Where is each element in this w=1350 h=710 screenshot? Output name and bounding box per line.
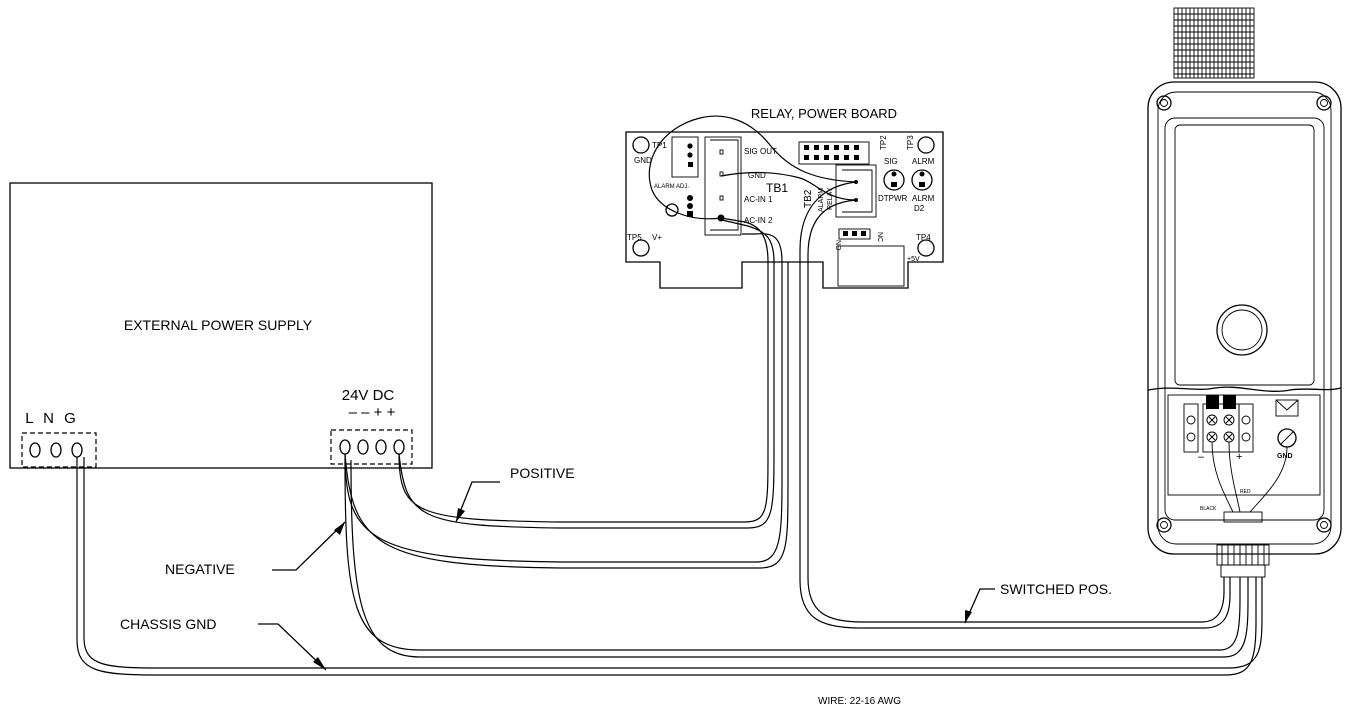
negative-label: NEGATIVE: [165, 561, 235, 577]
tb1-connector: [704, 136, 742, 236]
sensor-housing: – + GND BLACK RED: [1147, 7, 1342, 578]
mount-hole-tp1: [632, 136, 650, 154]
wire-negative: [344, 459, 1241, 651]
terminal-dc-neg-1: [339, 439, 351, 455]
power-supply-title: EXTERNAL POWER SUPPLY: [124, 317, 313, 333]
sensor-button: [1216, 304, 1268, 356]
housing-inner: [1164, 117, 1325, 521]
tb1-label: TB1: [766, 181, 788, 195]
terminal-dc-pos-1: [375, 439, 387, 455]
relay-label: RELAY: [827, 187, 834, 210]
alarm-adj-pot: [671, 136, 699, 178]
wire-switched-pos: [799, 181, 1231, 629]
sensor-plus: +: [1236, 451, 1242, 463]
alrm-label: ALRM: [912, 157, 935, 166]
alrm2-label: ALRM: [912, 194, 935, 203]
switched-pos-label: SWITCHED POS.: [1000, 581, 1112, 597]
d2-label: D2: [914, 204, 925, 213]
sensor-gnd-label: GND: [1277, 453, 1293, 460]
dc-voltage-label: 24V DC: [342, 387, 395, 404]
gnd-left-label: GND: [634, 156, 652, 165]
tp2-label: TP2: [879, 135, 888, 150]
wire-callouts: POSITIVE NEGATIVE CHASSIS GND SWITCHED P…: [120, 465, 1112, 707]
no-nc-jumper: [838, 228, 871, 240]
black-wire-label: BLACK: [1200, 506, 1217, 512]
dc-polarity-label: – – + +: [349, 404, 396, 421]
dtpwr-label: DTPWR: [878, 194, 908, 203]
relay-board-title: RELAY, POWER BOARD: [751, 106, 897, 121]
tb2-connector: [835, 164, 877, 218]
mount-hole-tp3: [917, 136, 935, 154]
external-power-supply: EXTERNAL POWER SUPPLY L N G 24V DC – – +…: [9, 182, 433, 469]
ac-terminal-labels: L N G: [25, 410, 79, 427]
terminal-dc-pos-2: [393, 439, 405, 455]
terminal-g: [71, 442, 83, 458]
tp3-label: TP3: [906, 135, 915, 150]
positive-label: POSITIVE: [510, 465, 575, 481]
wires: [76, 115, 1263, 676]
led-sig: [883, 169, 905, 191]
header-pins: [798, 141, 870, 165]
power-supply-box: [9, 182, 433, 469]
alarm-adj-label: ALARM ADJ.: [654, 184, 689, 190]
terminal-l: [29, 442, 41, 458]
terminal-n: [50, 442, 62, 458]
relay-body: [837, 245, 905, 287]
gnd-label: GND: [748, 171, 766, 180]
led-alrm: [911, 169, 933, 191]
wire-gauge-note: WIRE: 22-16 AWG: [818, 696, 901, 707]
sensor-minus: –: [1198, 451, 1205, 463]
ac-in2-label: AC-IN 2: [744, 216, 773, 225]
mount-hole-tp4: [917, 239, 935, 257]
chassis-gnd-label: CHASSIS GND: [120, 616, 216, 632]
relay-power-board: RELAY, POWER BOARD TP1 GND ALARM ADJ. SI…: [625, 106, 944, 289]
tp5-label: TP5: [627, 233, 642, 242]
no-label: NO: [834, 240, 841, 251]
wire-positive: [398, 217, 769, 523]
mount-hole-small: [665, 203, 679, 217]
dc-terminal-block: [330, 429, 413, 465]
wire-chassis-gnd: [76, 457, 1257, 676]
mount-hole-tp5: [632, 239, 650, 257]
cable-gland: [1216, 544, 1270, 566]
tb2-label: TB2: [803, 189, 814, 208]
tp1-label: TP1: [652, 141, 667, 150]
red-wire-label: RED: [1240, 489, 1251, 495]
board-outline: [625, 131, 944, 289]
ac-terminal-block: [21, 432, 97, 468]
terminal-dc-neg-2: [357, 439, 369, 455]
sig-label: SIG: [884, 157, 898, 166]
nc-label: NC: [876, 232, 883, 242]
terminal-area: [1167, 394, 1321, 496]
sig-out-label: SIG OUT: [744, 147, 777, 156]
housing-outer: [1147, 81, 1342, 555]
tp4-label: TP4: [916, 233, 931, 242]
alarm-label: ALARM: [818, 188, 825, 212]
vplus-label: V+: [652, 233, 662, 242]
plus5v-label: +5V: [907, 256, 920, 263]
ac-in1-label: AC-IN 1: [744, 195, 773, 204]
